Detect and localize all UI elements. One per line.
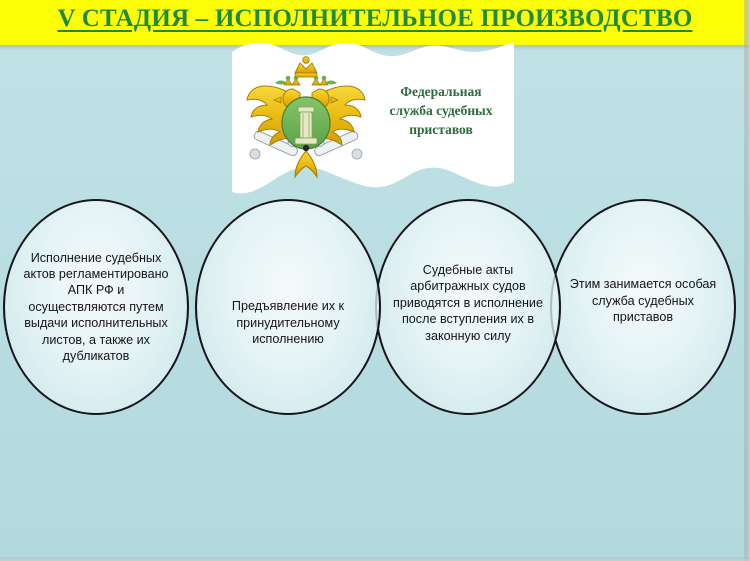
page-title: V СТАДИЯ – ИСПОЛНИТЕЛЬНОЕ ПРОИЗВОДСТВО: [57, 5, 693, 32]
venn-circle-group: Этим занимается особая служба судебных п…: [0, 196, 750, 420]
venn-circle-1: Исполнение судебных актов регламентирова…: [3, 199, 189, 415]
venn-circle-3-text: Судебные акты арбитражных судов приводят…: [393, 262, 543, 343]
emblem-caption-line-2: служба судебных: [389, 103, 493, 118]
emblem-caption: Федеральная служба судебных приставов: [375, 82, 507, 139]
venn-circle-4-text: Этим занимается особая служба судебных п…: [569, 277, 717, 325]
title-banner: [0, 0, 750, 45]
slide-bottom-edge: [0, 557, 750, 561]
emblem-caption-line-1: Федеральная: [400, 84, 482, 99]
emblem-caption-line-3: приставов: [409, 122, 473, 137]
venn-circle-2-text: Предъявление их к принудительному исполн…: [231, 299, 345, 347]
venn-circle-4: Этим занимается особая служба судебных п…: [550, 199, 736, 415]
slide-right-edge: [744, 0, 750, 561]
venn-circle-2: Предъявление их к принудительному исполн…: [195, 199, 381, 415]
title-banner-shadow: [0, 45, 750, 52]
double-headed-eagle-icon: [243, 55, 369, 183]
venn-circle-3: Судебные акты арбитражных судов приводят…: [375, 199, 561, 415]
venn-circle-1-text: Исполнение судебных актов регламентирова…: [23, 250, 169, 364]
